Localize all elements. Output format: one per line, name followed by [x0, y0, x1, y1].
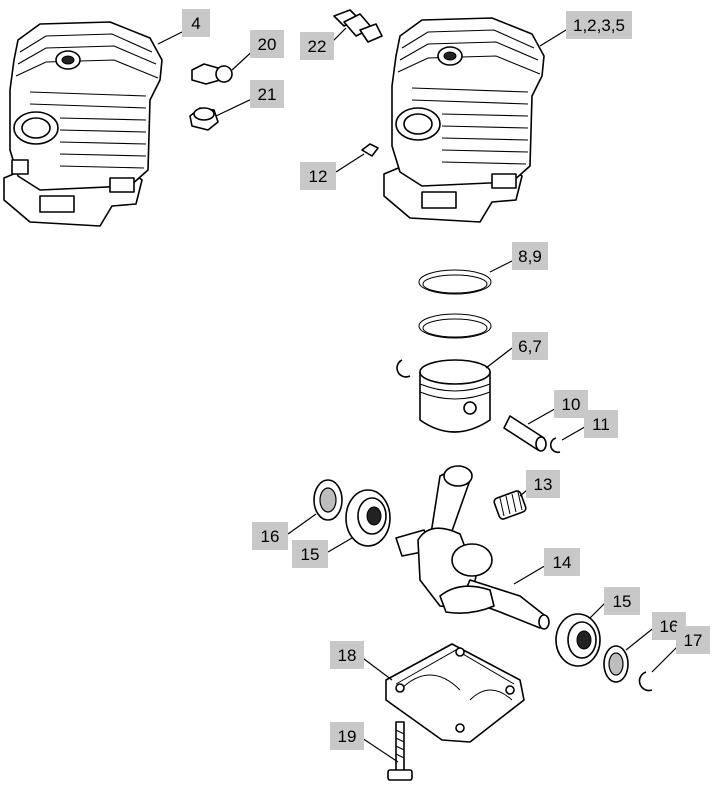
svg-text:18: 18 — [338, 646, 357, 665]
callout-13: 13 — [526, 470, 560, 498]
svg-text:10: 10 — [562, 395, 581, 414]
svg-text:4: 4 — [191, 14, 200, 33]
needle-cage-drawing — [493, 490, 527, 520]
svg-text:6,7: 6,7 — [518, 337, 542, 356]
callout-15-right: 15 — [604, 587, 640, 615]
callout-4: 4 — [182, 9, 210, 37]
svg-text:14: 14 — [553, 553, 572, 572]
svg-text:16: 16 — [261, 527, 280, 546]
piston-pin-drawing — [503, 415, 561, 454]
cylinder-right-drawing — [383, 17, 545, 223]
callout-17: 17 — [676, 626, 710, 654]
callout-12: 12 — [300, 162, 336, 190]
callout-21: 21 — [250, 80, 284, 108]
svg-text:13: 13 — [534, 475, 553, 494]
decompression-valve-drawing — [333, 9, 383, 43]
callout-11: 11 — [584, 410, 618, 438]
svg-text:17: 17 — [684, 631, 703, 650]
callout-19: 19 — [330, 722, 364, 750]
svg-text:12: 12 — [309, 167, 328, 186]
callout-16-left: 16 — [252, 522, 288, 550]
svg-text:22: 22 — [308, 37, 327, 56]
callout-22: 22 — [300, 32, 334, 60]
callout-15-left: 15 — [292, 540, 328, 568]
screw-drawing — [387, 721, 413, 781]
svg-text:1,2,3,5: 1,2,3,5 — [573, 16, 625, 35]
callout-18: 18 — [330, 641, 364, 669]
callout-8-9: 8,9 — [512, 242, 548, 270]
plug-20-drawing — [191, 63, 233, 85]
plug-21-drawing — [189, 107, 219, 131]
callout-10: 10 — [554, 390, 588, 418]
svg-text:16: 16 — [660, 617, 679, 636]
crankcase-drawing — [385, 643, 525, 743]
svg-text:8,9: 8,9 — [518, 247, 542, 266]
crankshaft-drawing — [395, 465, 550, 630]
callout-6-7: 6,7 — [512, 332, 548, 360]
svg-text:21: 21 — [258, 85, 277, 104]
svg-text:11: 11 — [592, 415, 610, 434]
callout-14: 14 — [544, 548, 580, 576]
callout-20: 20 — [250, 30, 284, 58]
cylinder-left-drawing — [3, 21, 163, 227]
piston-rings-drawing — [418, 269, 492, 339]
svg-text:19: 19 — [338, 727, 357, 746]
svg-text:15: 15 — [301, 545, 320, 564]
callout-1-2-3-5: 1,2,3,5 — [566, 11, 632, 39]
nipple-12-drawing — [361, 143, 379, 157]
right-bearing-seal-drawing — [555, 613, 653, 692]
svg-text:15: 15 — [613, 592, 632, 611]
left-seal-bearing-drawing — [313, 479, 391, 547]
svg-text:20: 20 — [258, 35, 277, 54]
piston-drawing — [396, 359, 491, 433]
